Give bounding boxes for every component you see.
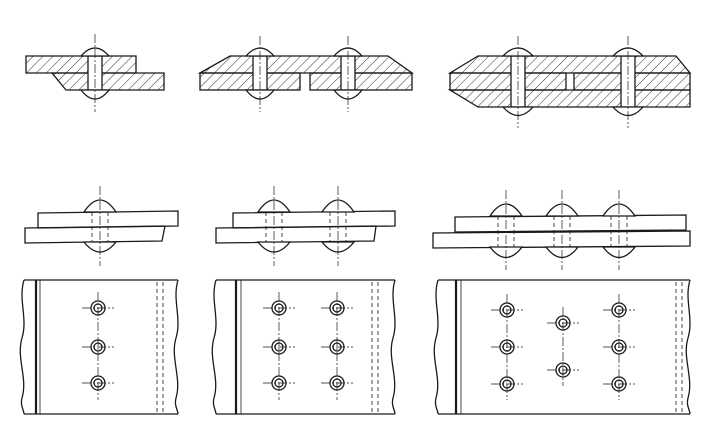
plan-rivet-holes — [263, 292, 353, 400]
section-top-cover — [447, 55, 692, 74]
section-left-plate — [199, 72, 301, 91]
plan-butt-double-cover — [433, 279, 691, 415]
elevation-butt-double-cover — [432, 190, 691, 270]
section-upper-plate — [25, 55, 137, 74]
section-cover-plate — [197, 55, 415, 74]
elevation-lap-joint — [24, 186, 179, 266]
plan-butt-single-cover — [211, 279, 396, 415]
rivet-head-bottom — [332, 89, 364, 100]
plan-rivet-holes — [491, 294, 635, 400]
section-bottom-cover — [447, 89, 691, 108]
section-lower-plate — [50, 72, 165, 91]
section-right-plate — [309, 72, 413, 91]
rivet-head-bottom — [244, 89, 276, 100]
elevation-rivets — [488, 190, 637, 270]
section-butt-double-cover — [447, 36, 692, 128]
plan-lap-joint — [19, 279, 179, 415]
section-left-plate — [449, 72, 567, 91]
section-butt-single-cover — [197, 36, 415, 112]
section-lap-joint — [25, 34, 165, 112]
plan-rivet-holes — [82, 292, 114, 400]
elevation-butt-single-cover — [215, 186, 396, 266]
